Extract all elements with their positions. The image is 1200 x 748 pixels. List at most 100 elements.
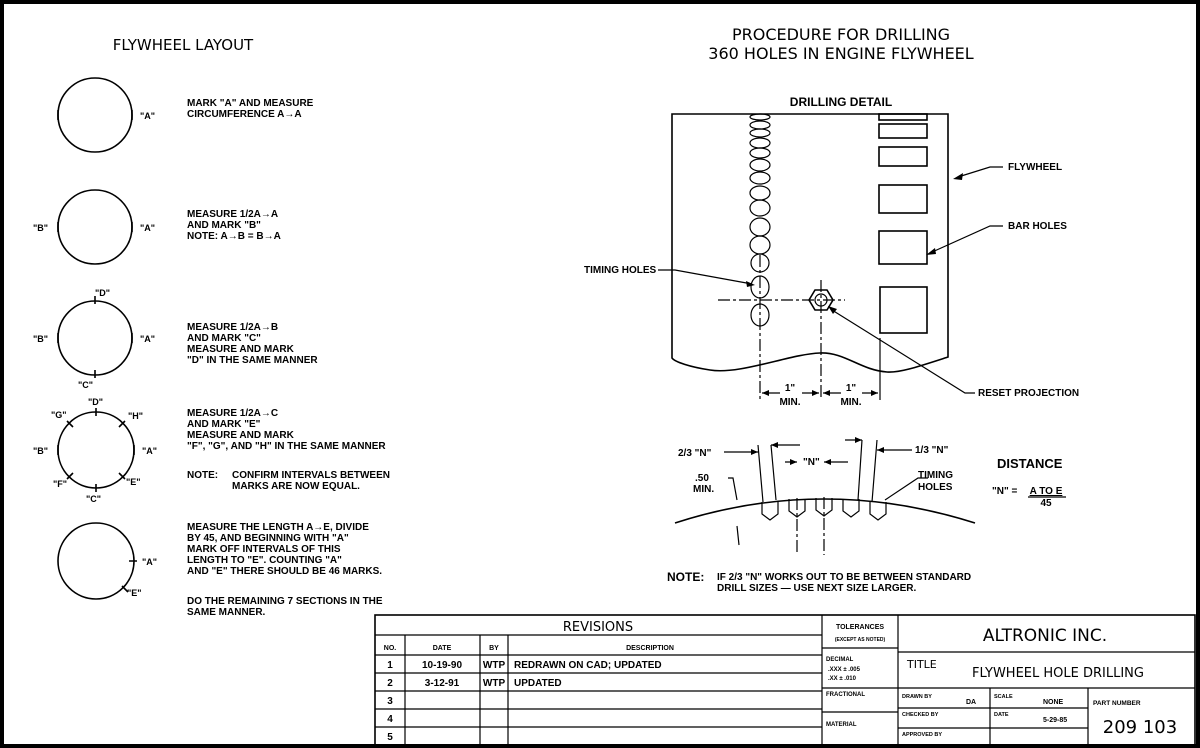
revision-description: UPDATED bbox=[514, 678, 562, 689]
material-label: MATERIAL bbox=[826, 722, 857, 728]
timing-hole bbox=[749, 147, 771, 159]
formula-lhs: "N" = bbox=[992, 486, 1017, 497]
step-text: MEASURE 1/2A→A bbox=[187, 209, 278, 220]
timing-hole bbox=[749, 128, 771, 138]
layout-title: FLYWHEEL LAYOUT bbox=[113, 36, 254, 54]
rim-timing-hole bbox=[815, 498, 833, 517]
revision-row: 4 bbox=[387, 714, 393, 725]
mark-b: "B" bbox=[33, 223, 48, 233]
step-text: DO THE REMAINING 7 SECTIONS IN THE bbox=[187, 596, 383, 607]
step-text: NOTE: A→B = B→A bbox=[187, 231, 281, 242]
revision-no: 4 bbox=[387, 714, 393, 725]
step-text: CONFIRM INTERVALS BETWEEN bbox=[232, 470, 390, 481]
step-text: MEASURE AND MARK bbox=[187, 430, 295, 441]
revision-no: 3 bbox=[387, 696, 393, 707]
drilling-detail: DRILLING DETAIL 1" MIN. 1" MIN. FLYWHEEL… bbox=[584, 95, 1079, 408]
revision-no: 5 bbox=[387, 732, 393, 743]
revision-row: 5 bbox=[387, 732, 393, 743]
scale: NONE bbox=[1043, 699, 1064, 706]
title-label: TITLE bbox=[906, 658, 937, 671]
revision-date: 10-19-90 bbox=[422, 660, 462, 671]
part-number: 209 103 bbox=[1103, 717, 1177, 738]
col-date: DATE bbox=[433, 645, 452, 652]
col-description: DESCRIPTION bbox=[626, 645, 674, 652]
step-text: AND MARK "B" bbox=[187, 220, 261, 231]
part-number-label: PART NUMBER bbox=[1093, 700, 1141, 707]
revisions-title: REVISIONS bbox=[563, 620, 633, 635]
step-text: MEASURE 1/2A→B bbox=[187, 322, 278, 333]
step-text: MARK OFF INTERVALS OF THIS bbox=[187, 544, 341, 555]
mark-g: "G" bbox=[51, 410, 67, 420]
rim-timing-hole bbox=[842, 499, 860, 518]
layout-step-5: "A" "E" MEASURE THE LENGTH A→E, DIVIDE B… bbox=[57, 522, 383, 618]
dimension-min: MIN. bbox=[779, 397, 800, 408]
decimal-xx: .XX ± .010 bbox=[828, 676, 857, 682]
step-text: MARKS ARE NOW EQUAL. bbox=[232, 481, 360, 492]
timing-hole bbox=[749, 199, 771, 217]
mark-a: "A" bbox=[140, 223, 155, 233]
label-timing: TIMING bbox=[918, 470, 953, 481]
rim-timing-hole bbox=[869, 502, 887, 521]
formula-denominator: 45 bbox=[1040, 498, 1052, 509]
label-one-third-n: 1/3 "N" bbox=[915, 445, 949, 456]
mark-b: "B" bbox=[33, 334, 48, 344]
label-two-thirds-n: 2/3 "N" bbox=[678, 448, 712, 459]
revision-row: 3 bbox=[387, 696, 393, 707]
dimension-1in: 1" bbox=[785, 383, 796, 394]
step-text: MEASURE THE LENGTH A→E, DIVIDE bbox=[187, 522, 369, 533]
timing-hole bbox=[749, 171, 771, 185]
timing-hole-column bbox=[749, 113, 771, 327]
bar-holes bbox=[878, 113, 928, 334]
fractional-label: FRACTIONAL bbox=[826, 692, 865, 698]
mark-c: "C" bbox=[86, 494, 101, 504]
drawn-by-label: DRAWN BY bbox=[902, 694, 932, 700]
note-label: NOTE: bbox=[667, 570, 704, 584]
label-flywheel: FLYWHEEL bbox=[1008, 162, 1062, 173]
step-text: BY 45, AND BEGINNING WITH "A" bbox=[187, 533, 349, 544]
mark-a: "A" bbox=[142, 557, 157, 567]
layout-step-2: "A" "B" MEASURE 1/2A→A AND MARK "B" NOTE… bbox=[33, 189, 281, 265]
layout-step-1: "A" MARK "A" AND MEASURE CIRCUMFERENCE A… bbox=[57, 77, 314, 153]
company-name: ALTRONIC INC. bbox=[983, 626, 1107, 646]
label-holes: HOLES bbox=[918, 482, 953, 493]
step-text: LENGTH TO "E". COUNTING "A" bbox=[187, 555, 342, 566]
revision-description: REDRAWN ON CAD; UPDATED bbox=[514, 660, 662, 671]
layout-step-3: "A" "B" "C" "D" MEASURE 1/2A→B AND MARK … bbox=[33, 288, 318, 390]
scale-label: SCALE bbox=[994, 694, 1013, 700]
date-label: DATE bbox=[994, 712, 1009, 718]
step-text: MEASURE AND MARK bbox=[187, 344, 295, 355]
mark-a: "A" bbox=[142, 446, 157, 456]
procedure-title-line1: PROCEDURE FOR DRILLING bbox=[732, 25, 950, 44]
note-label: NOTE: bbox=[187, 470, 218, 481]
mark-f: "F" bbox=[53, 479, 67, 489]
label-n: "N" bbox=[803, 457, 820, 468]
mark-b: "B" bbox=[33, 446, 48, 456]
mark-c: "C" bbox=[78, 380, 93, 390]
label-timing-holes: TIMING HOLES bbox=[584, 265, 657, 276]
step-text: CIRCUMFERENCE A→A bbox=[187, 109, 302, 120]
label-bar-holes: BAR HOLES bbox=[1008, 221, 1067, 232]
mark-a: "A" bbox=[140, 111, 155, 121]
approved-by-label: APPROVED BY bbox=[902, 732, 942, 738]
decimal-xxx: .XXX ± .005 bbox=[828, 667, 861, 673]
formula-numerator: A TO E bbox=[1030, 486, 1063, 497]
revision-no: 2 bbox=[387, 678, 393, 689]
step-text: SAME MANNER. bbox=[187, 607, 266, 618]
step-text: "F", "G", AND "H" IN THE SAME MANNER bbox=[187, 441, 386, 452]
step-text: MEASURE 1/2A→C bbox=[187, 408, 278, 419]
checked-by-label: CHECKED BY bbox=[902, 712, 939, 718]
step-text: AND MARK "E" bbox=[187, 419, 261, 430]
revision-by: WTP bbox=[483, 678, 506, 689]
drilling-detail-title: DRILLING DETAIL bbox=[790, 95, 892, 109]
mark-d: "D" bbox=[88, 397, 103, 407]
label-min: MIN. bbox=[693, 484, 714, 495]
timing-hole bbox=[749, 113, 771, 121]
col-no: NO. bbox=[384, 645, 397, 652]
step-text: "D" IN THE SAME MANNER bbox=[187, 355, 318, 366]
tolerances-label: TOLERANCES bbox=[836, 624, 884, 631]
mark-a: "A" bbox=[140, 334, 155, 344]
